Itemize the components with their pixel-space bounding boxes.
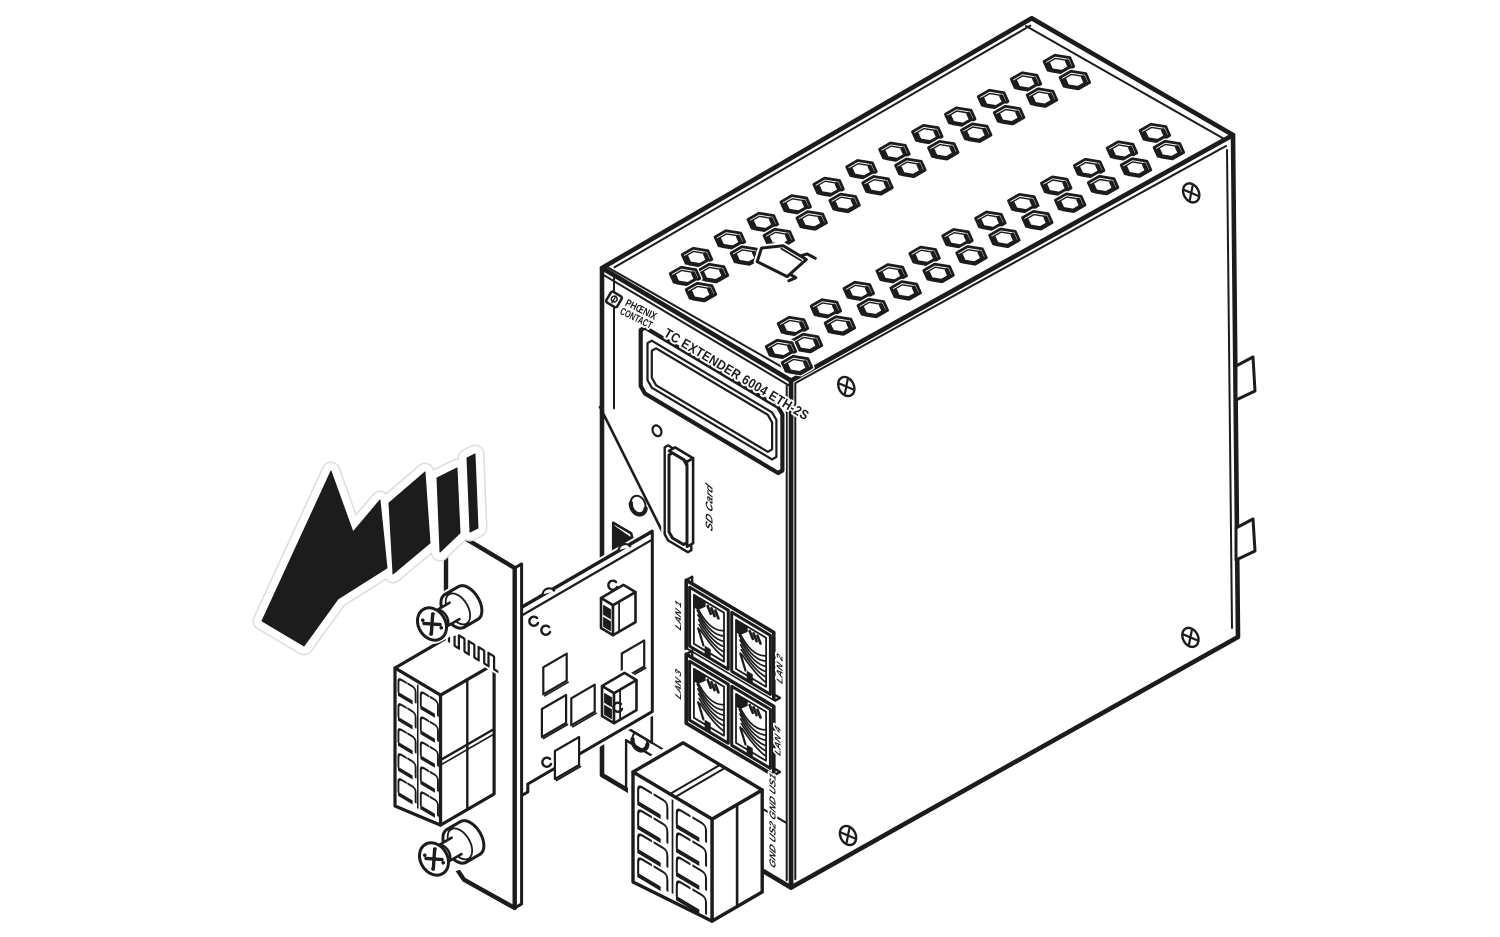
sd-card-cutout-top — [753, 242, 817, 283]
solder-joint — [607, 579, 619, 591]
card-edge-contacts — [445, 625, 499, 676]
power-label: GND US2 GND US1 — [769, 771, 778, 870]
phoenix-symbol — [604, 290, 624, 309]
screw — [1181, 182, 1201, 204]
solder-joint — [528, 615, 540, 627]
solder-joint — [541, 756, 553, 768]
pcb-pad — [570, 683, 596, 727]
rj45-jack — [688, 659, 730, 745]
plug-in-module — [390, 524, 657, 911]
sd-card-label: SD Card — [705, 481, 715, 533]
lan3-label: LAN 3 — [674, 667, 683, 701]
side-panel-screws — [836, 182, 1201, 847]
pcb-pad — [542, 652, 568, 696]
pcb-pad — [553, 735, 581, 781]
rj45-jack — [730, 684, 772, 770]
solder-joint — [612, 701, 624, 713]
pcb-pad — [540, 693, 568, 739]
lan4-label: LAN 4 — [774, 724, 783, 758]
display-window — [637, 324, 786, 477]
din-rail-clips — [1234, 355, 1257, 562]
module-terminal-block — [390, 631, 500, 831]
module-pcb — [510, 527, 657, 804]
pcb-relay — [597, 581, 639, 639]
device-housing: TC EXTENDER 6004 ETH-2S PHŒNIX CONTACT S… — [598, 15, 1257, 927]
solder-joint — [540, 624, 552, 636]
screw — [838, 824, 858, 847]
rj45-jack — [688, 585, 730, 671]
spring-clamps — [637, 785, 708, 915]
thumb-screw-top — [412, 580, 491, 644]
screw — [1181, 626, 1200, 649]
lan-ports — [681, 575, 782, 780]
sd-card-slot — [661, 441, 695, 556]
removal-arrow — [252, 444, 488, 656]
power-connector — [628, 737, 768, 927]
thumb-screw-bottom — [414, 815, 493, 879]
panel-hole — [628, 494, 648, 517]
lan1-label: LAN 1 — [674, 599, 683, 633]
rj45-jack — [730, 610, 772, 696]
spring-clamps — [397, 678, 439, 818]
vent-hexagons — [667, 52, 1187, 377]
screw — [836, 375, 856, 398]
lan2-label: LAN 2 — [776, 652, 785, 686]
